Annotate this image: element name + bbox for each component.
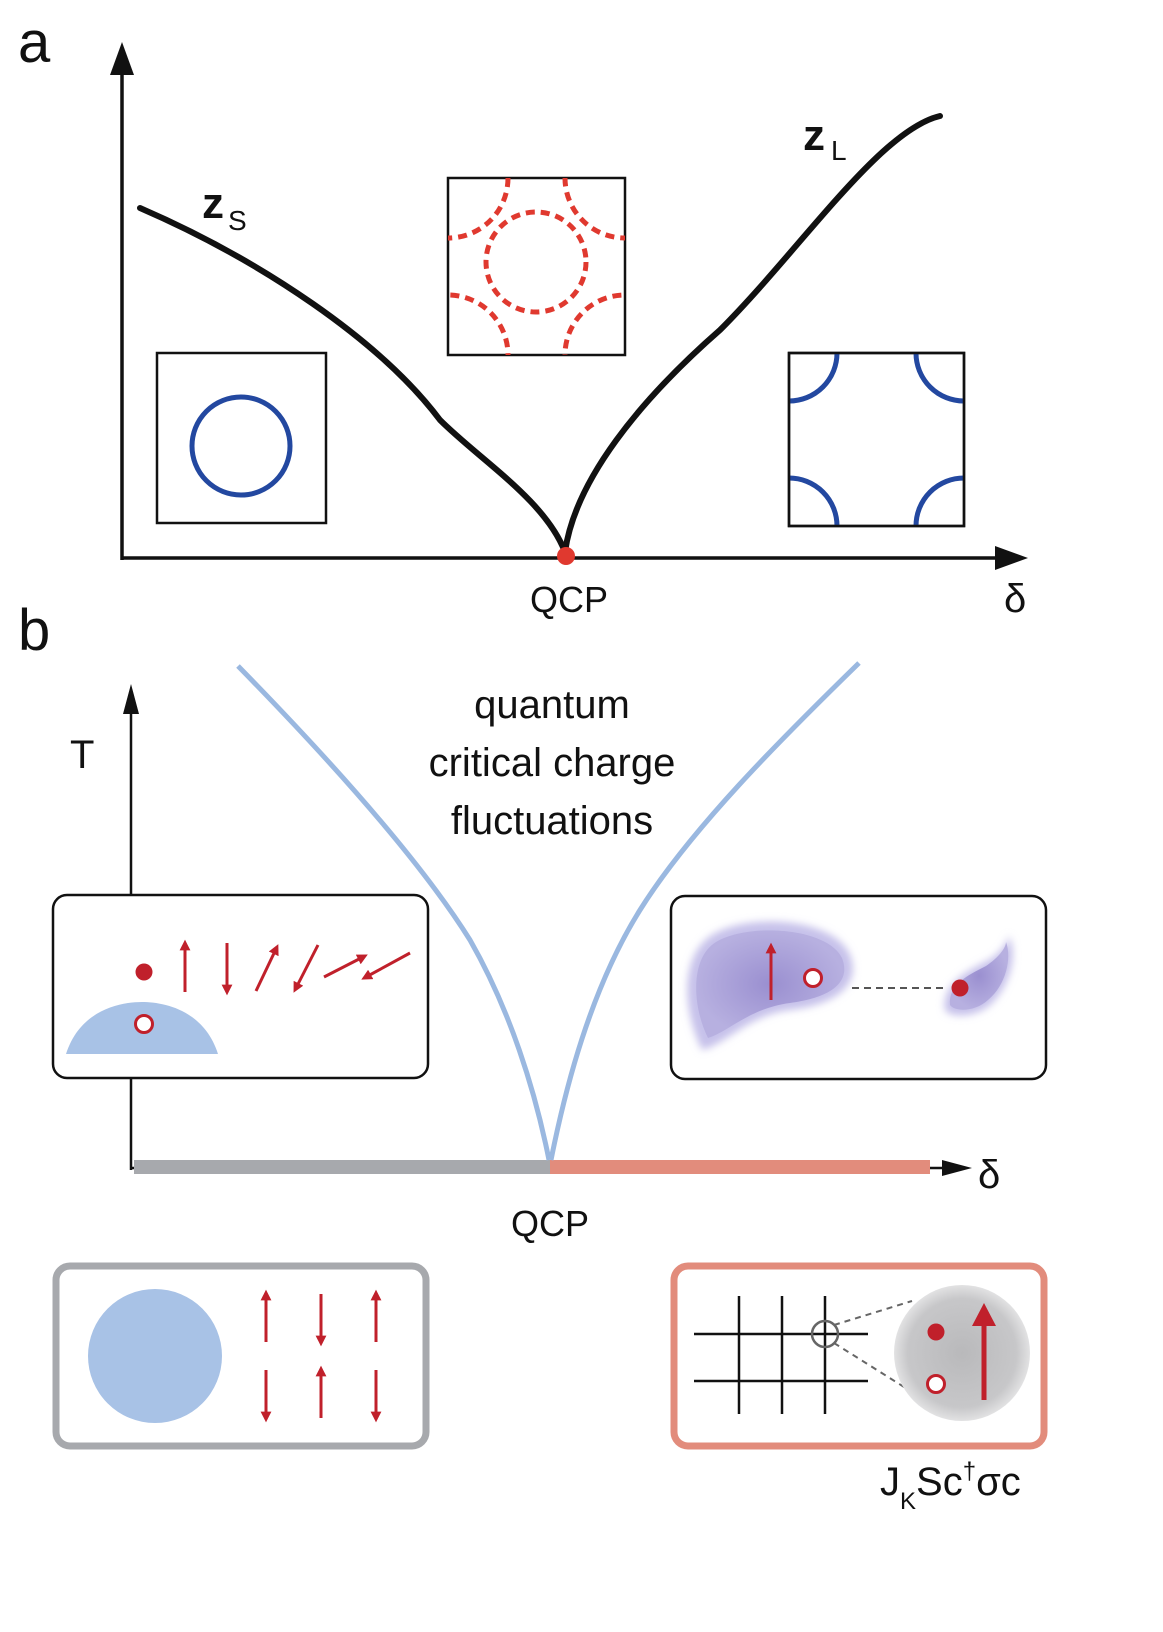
local-moment-arrowhead bbox=[972, 1303, 996, 1326]
inset-afm-small-fermi bbox=[52, 1262, 430, 1450]
panel-a-y-arrowhead bbox=[110, 42, 134, 75]
quantum-critical-region-label: quantum critical charge fluctuations bbox=[429, 683, 676, 843]
zoom-dashed-line bbox=[833, 1300, 913, 1326]
kondo-electron-dot bbox=[927, 1323, 945, 1341]
inset-bound-state bbox=[669, 894, 1048, 1081]
panel-b-y-arrowhead bbox=[123, 684, 139, 714]
zoomed-site-marker bbox=[810, 1319, 840, 1349]
panel-a-qcp-point bbox=[557, 547, 575, 565]
panel-b-y-label: T bbox=[70, 733, 94, 777]
kondo-singlet-cloud bbox=[894, 1285, 1030, 1421]
zoom-dashed-line bbox=[833, 1342, 913, 1393]
antiferromagnetic-spins bbox=[260, 1289, 382, 1423]
inset-kondo-lattice bbox=[670, 1262, 1048, 1450]
panel-b-x-arrowhead bbox=[942, 1160, 972, 1176]
panel-a-x-label: δ bbox=[1004, 577, 1026, 621]
left-crossover-line bbox=[236, 664, 552, 1161]
panel-b-qcp-label: QCP bbox=[511, 1203, 589, 1244]
electron-dot bbox=[135, 963, 153, 981]
spin-spiral bbox=[179, 939, 411, 996]
left-phase-bar bbox=[134, 1160, 550, 1174]
inset-spin-liquid-fermi-sea bbox=[51, 893, 430, 1080]
hole-dot bbox=[134, 1014, 154, 1034]
inset-critical-fermi-surface bbox=[446, 176, 627, 357]
critical-fermi-circle bbox=[483, 209, 589, 315]
bound-hole-dot bbox=[803, 968, 823, 988]
inset-small-fermi-surface bbox=[155, 351, 328, 525]
panel-b: b T δ quantum critical charge fluctuatio… bbox=[18, 598, 1048, 1515]
kondo-term-label: JKSc†σc bbox=[880, 1458, 1021, 1515]
region-label-line-3: fluctuations bbox=[451, 799, 653, 843]
kondo-hole-dot bbox=[926, 1374, 946, 1394]
bound-electron-dot bbox=[951, 979, 969, 997]
z-l-curve bbox=[562, 113, 943, 555]
panel-a-x-arrowhead bbox=[995, 546, 1028, 570]
panel-b-label: b bbox=[18, 598, 50, 663]
right-phase-bar bbox=[550, 1160, 930, 1174]
panel-b-x-label: δ bbox=[978, 1153, 1000, 1197]
region-label-line-1: quantum bbox=[474, 683, 630, 727]
right-crossover-line bbox=[548, 661, 861, 1161]
panel-a-qcp-label: QCP bbox=[530, 579, 608, 620]
inset-large-fermi-surface bbox=[787, 351, 966, 528]
panel-a-label: a bbox=[18, 10, 51, 75]
small-fermi-circle bbox=[189, 394, 293, 498]
region-label-line-2: critical charge bbox=[429, 741, 676, 785]
z-s-curve bbox=[137, 205, 568, 555]
fermi-sea-disk bbox=[88, 1289, 222, 1423]
